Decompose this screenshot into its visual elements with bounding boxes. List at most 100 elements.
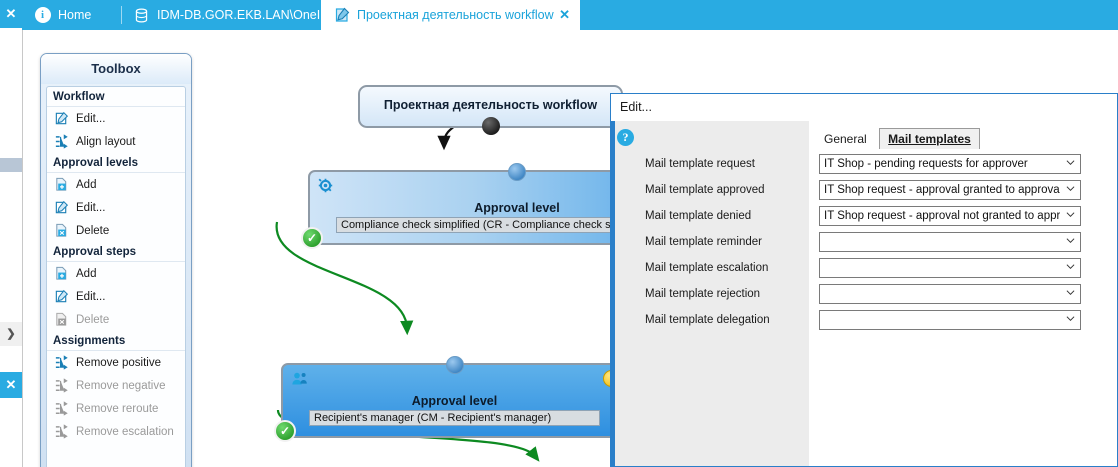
field-label: Mail template rejection (645, 288, 761, 300)
chevron-down-icon (1066, 264, 1075, 270)
info-circle-icon: i (34, 7, 51, 24)
toolbox-group-approval-levels: Approval levels (47, 153, 185, 173)
mail-template-request-select[interactable]: IT Shop - pending requests for approver (819, 154, 1081, 174)
field-label: Mail template delegation (645, 314, 770, 326)
align-layout-icon (54, 401, 69, 416)
toolbox-item-label: Edit... (76, 201, 106, 214)
toolbox-item-level-edit[interactable]: Edit... (47, 196, 185, 219)
dialog-tab-strip: General Mail templates (816, 128, 980, 149)
tab-bar: i Home IDM-DB.GOR.EKB.LAN\OneIM Проектна… (22, 0, 1118, 30)
toolbox-item-step-edit[interactable]: Edit... (47, 285, 185, 308)
field-label: Mail template reminder (645, 236, 762, 248)
dialog-body: ? General Mail templates Mail template r… (611, 121, 1117, 466)
tab-workflow[interactable]: Проектная деятельность workflow ✕ (321, 0, 580, 30)
edit-document-icon (54, 200, 69, 215)
database-icon (133, 7, 150, 24)
toolbox-item-remove-positive[interactable]: Remove positive (47, 351, 185, 374)
tab-home[interactable]: i Home (22, 0, 110, 30)
chevron-down-icon (1066, 238, 1075, 244)
chevron-down-icon (1066, 212, 1075, 218)
edge-close-icon-bottom[interactable]: ✕ (0, 372, 22, 398)
mail-template-escalation-select[interactable] (819, 258, 1081, 278)
toolbox-item-align-layout[interactable]: Align layout (47, 130, 185, 153)
toolbox-list: Workflow Edit... Align layout Approval l… (46, 86, 186, 467)
mail-template-denied-select[interactable]: IT Shop request - approval not granted t… (819, 206, 1081, 226)
toolbox-item-label: Remove reroute (76, 402, 159, 415)
edit-document-icon (54, 111, 69, 126)
document-add-icon (54, 266, 69, 281)
mail-template-approved-select[interactable]: IT Shop request - approval granted to ap… (819, 180, 1081, 200)
select-value: IT Shop request - approval granted to ap… (824, 184, 1060, 196)
field-label: Mail template approved (645, 184, 765, 196)
tab-mail-templates[interactable]: Mail templates (879, 128, 980, 149)
select-value: IT Shop - pending requests for approver (824, 158, 1028, 170)
tab-workflow-label: Проектная деятельность workflow (357, 8, 554, 22)
help-icon[interactable]: ? (617, 129, 634, 146)
connector-dot-in[interactable] (445, 356, 464, 374)
toolbox-item-remove-escalation: Remove escalation (47, 420, 185, 443)
workflow-start-node-title: Проектная деятельность workflow (383, 98, 598, 112)
field-label: Mail template escalation (645, 262, 769, 274)
gear-settings-icon (318, 178, 336, 196)
toolbox-item-label: Edit... (76, 112, 106, 125)
chevron-down-icon (1066, 160, 1075, 166)
toolbox-item-label: Remove negative (76, 379, 166, 392)
users-icon (291, 371, 309, 389)
toolbox-group-approval-steps: Approval steps (47, 242, 185, 262)
field-label: Mail template request (645, 158, 755, 170)
mail-template-reminder-select[interactable] (819, 232, 1081, 252)
edge-close-icon-top[interactable]: ✕ (0, 0, 22, 28)
mail-template-rejection-select[interactable] (819, 284, 1081, 304)
toolbox-item-label: Add (76, 267, 97, 280)
document-add-icon (54, 177, 69, 192)
toolbox-item-workflow-edit[interactable]: Edit... (47, 107, 185, 130)
approval-step-1-value[interactable]: Compliance check simplified (CR - Compli… (336, 217, 698, 233)
toolbox-title: Toolbox (41, 54, 191, 84)
toolbox-item-label: Delete (76, 224, 110, 237)
toolbox-group-workflow: Workflow (47, 87, 185, 107)
align-layout-icon (54, 424, 69, 439)
tab-database[interactable]: IDM-DB.GOR.EKB.LAN\OneIM (121, 0, 331, 30)
document-delete-icon (54, 223, 69, 238)
toolbox-item-label: Remove escalation (76, 425, 174, 438)
connector-dot-start[interactable] (481, 117, 500, 135)
align-layout-icon (54, 355, 69, 370)
edit-document-icon (54, 289, 69, 304)
approval-approve-badge[interactable]: ✓ (274, 420, 296, 442)
align-layout-icon (54, 134, 69, 149)
approval-step-2-value[interactable]: Recipient's manager (CM - Recipient's ma… (309, 410, 600, 426)
connector-dot-in[interactable] (508, 163, 526, 181)
toolbox-item-step-add[interactable]: Add (47, 262, 185, 285)
workflow-start-node[interactable]: Проектная деятельность workflow (358, 85, 623, 135)
dialog-accent-bar (611, 121, 615, 466)
toolbox-item-label: Edit... (76, 290, 106, 303)
toolbox-item-label: Align layout (76, 135, 136, 148)
dialog-side-panel (615, 121, 809, 466)
edit-dialog: Edit... ? General Mail templates Mail te… (610, 93, 1118, 467)
toolbox-group-assignments: Assignments (47, 331, 185, 351)
approval-level-node-2[interactable]: Approval level Recipient's manager (CM -… (274, 356, 631, 442)
toolbox-item-remove-negative: Remove negative (47, 374, 185, 397)
approval-level-1-title: Approval level (474, 201, 560, 215)
field-label: Mail template denied (645, 210, 752, 222)
approval-approve-badge[interactable]: ✓ (301, 227, 323, 249)
tab-general[interactable]: General (824, 132, 867, 146)
tab-close-icon[interactable]: ✕ (559, 7, 570, 22)
chevron-down-icon (1066, 316, 1075, 322)
chevron-right-icon[interactable]: ❯ (0, 322, 22, 346)
toolbox-panel: Toolbox Workflow Edit... Align layout Ap… (40, 53, 192, 467)
chevron-down-icon (1066, 186, 1075, 192)
select-value: IT Shop request - approval not granted t… (824, 210, 1060, 222)
toolbox-item-label: Add (76, 178, 97, 191)
approval-level-2-title: Approval level (411, 394, 498, 408)
toolbox-item-level-add[interactable]: Add (47, 173, 185, 196)
align-layout-icon (54, 378, 69, 393)
tab-database-label: IDM-DB.GOR.EKB.LAN\OneIM (157, 8, 331, 22)
chevron-down-icon (1066, 290, 1075, 296)
toolbox-item-level-delete[interactable]: Delete (47, 219, 185, 242)
mail-template-delegation-select[interactable] (819, 310, 1081, 330)
toolbox-item-remove-reroute: Remove reroute (47, 397, 185, 420)
toolbox-item-step-delete: Delete (47, 308, 185, 331)
dialog-title: Edit... (611, 94, 1117, 121)
